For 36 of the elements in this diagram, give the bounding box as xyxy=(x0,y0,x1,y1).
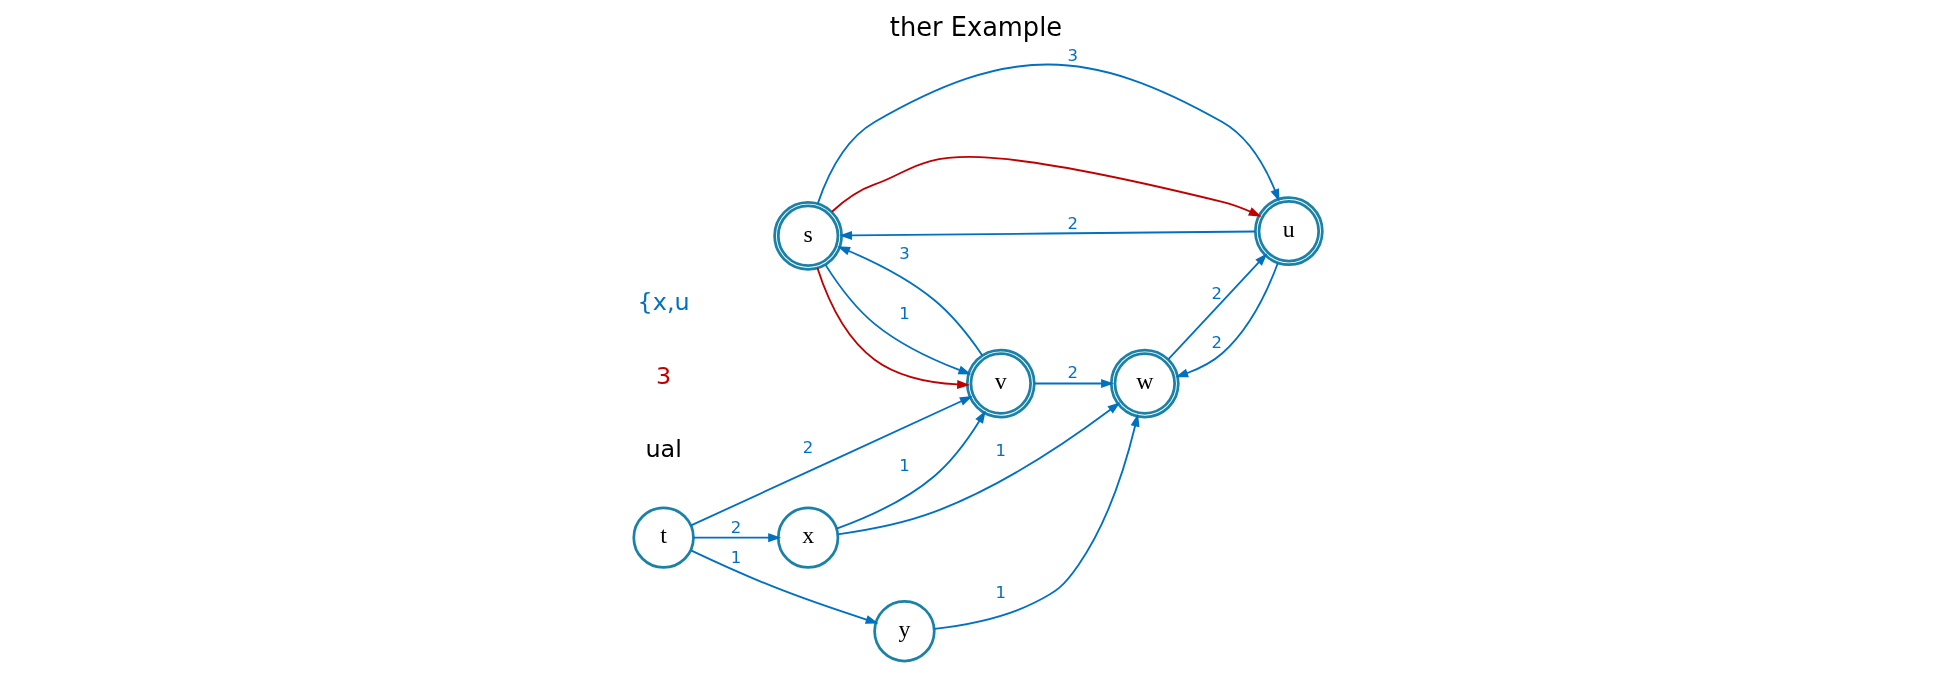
edge-label: 1 xyxy=(730,547,742,567)
edge-label: 2 xyxy=(1211,333,1223,353)
node-circle: v xyxy=(965,348,1036,419)
arrow xyxy=(692,533,782,543)
arrow xyxy=(839,230,1256,240)
arrow xyxy=(1167,253,1268,361)
arrow xyxy=(933,413,1140,630)
edge-label: 2 xyxy=(1067,213,1079,233)
edge-label: 1 xyxy=(899,303,910,323)
edge-label: 3 xyxy=(1067,45,1079,65)
label: 3 xyxy=(656,361,672,390)
arrow xyxy=(836,402,1121,536)
arrow xyxy=(824,263,972,375)
arrow xyxy=(835,410,986,530)
node-circle: y xyxy=(873,600,936,663)
edge-label: 2 xyxy=(1211,283,1223,303)
edge-label: 2 xyxy=(1067,363,1079,383)
edge-label: 1 xyxy=(899,456,910,476)
arrow xyxy=(690,396,973,527)
arrow xyxy=(1033,379,1114,388)
edge-label: 1 xyxy=(995,582,1007,602)
label: {x,u xyxy=(637,288,690,317)
arrow xyxy=(690,549,879,624)
edge-label: 2 xyxy=(730,517,742,537)
edge-label: 2 xyxy=(802,437,814,457)
arrow xyxy=(830,156,1262,217)
node-circle: x xyxy=(776,506,840,569)
arrow xyxy=(837,246,984,357)
diagram-title: ther Example xyxy=(889,12,1063,43)
arrow xyxy=(816,267,970,389)
label: ual xyxy=(645,435,682,464)
arrow xyxy=(1175,262,1279,378)
edge-label: 3 xyxy=(899,244,910,264)
edge-label: 1 xyxy=(995,441,1007,461)
arrow xyxy=(816,63,1280,205)
node-circle: t xyxy=(632,506,695,569)
